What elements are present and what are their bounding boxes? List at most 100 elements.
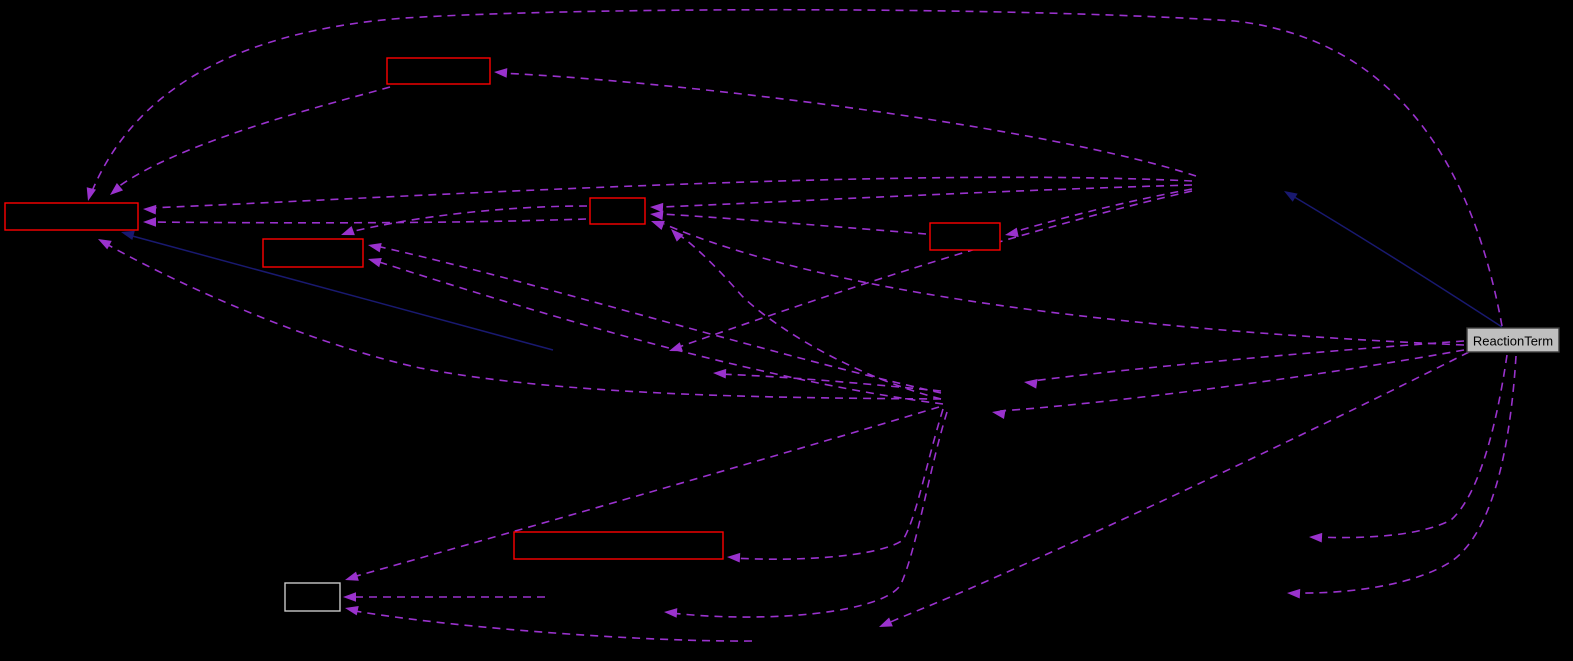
node-box-right-center[interactable] xyxy=(929,222,1001,251)
edge-line-e1 xyxy=(89,8,1503,327)
edge-e25 xyxy=(1309,354,1508,543)
arrowhead-icon xyxy=(345,606,359,616)
node-box-reaction-term[interactable] xyxy=(1466,327,1560,353)
edge-e22 xyxy=(345,406,940,581)
arrowhead-icon xyxy=(143,204,157,215)
arrowhead-icon xyxy=(664,608,678,618)
edge-e11 xyxy=(650,184,1193,213)
node-reaction-term[interactable]: ReactionTerm xyxy=(1466,327,1560,353)
edge-line-e25 xyxy=(1315,354,1508,539)
edge-line-e10 xyxy=(375,260,944,405)
edge-e23 xyxy=(343,592,545,602)
arrowhead-icon xyxy=(713,368,727,379)
edge-line-e16 xyxy=(719,373,942,392)
node-box-box-mid-left[interactable] xyxy=(262,238,364,268)
edge-e3 xyxy=(143,176,1193,215)
edge-e13 xyxy=(651,220,1465,346)
arrowhead-icon xyxy=(341,226,355,236)
edge-e6 xyxy=(121,230,554,351)
edge-line-e15 xyxy=(675,190,1193,349)
edge-e1 xyxy=(86,8,1503,327)
arrowhead-icon xyxy=(650,202,664,213)
edge-e17 xyxy=(1024,340,1465,389)
arrowhead-icon xyxy=(651,220,665,230)
arrowhead-icon xyxy=(1309,532,1323,543)
node-box-left[interactable] xyxy=(4,202,139,231)
arrowhead-icon xyxy=(879,617,893,627)
arrowhead-icon xyxy=(121,230,135,241)
edge-e4 xyxy=(143,217,587,227)
arrowhead-icon xyxy=(343,592,356,602)
edge-e9 xyxy=(368,243,942,394)
edge-e12 xyxy=(650,210,927,235)
edge-line-e28 xyxy=(1290,194,1503,328)
arrowhead-icon xyxy=(1024,379,1038,389)
edge-e27 xyxy=(1005,188,1193,237)
arrowhead-icon xyxy=(727,552,741,563)
arrowhead-icon xyxy=(143,217,156,227)
node-box-box-small-center[interactable] xyxy=(589,197,646,225)
edge-line-e13 xyxy=(663,223,1465,346)
edge-line-e27 xyxy=(1013,188,1193,233)
edge-line-e2 xyxy=(113,86,391,191)
arrowhead-icon xyxy=(368,257,382,268)
node-box-box-top[interactable] xyxy=(386,57,491,85)
edge-line-e3 xyxy=(149,176,1193,209)
edge-line-e26 xyxy=(1292,355,1517,594)
edge-e2 xyxy=(110,86,391,195)
arrowhead-icon xyxy=(1287,588,1301,599)
edge-e16 xyxy=(713,368,942,392)
edge-line-e9 xyxy=(375,245,942,394)
edge-line-e12 xyxy=(661,213,927,235)
edge-line-e8 xyxy=(345,205,588,234)
edge-e19 xyxy=(727,408,944,563)
edge-line-e4 xyxy=(147,218,587,224)
node-box-small-center[interactable] xyxy=(589,197,646,225)
edge-line-e18 xyxy=(999,349,1465,412)
edge-e15 xyxy=(669,190,1193,352)
edge-line-e14 xyxy=(677,233,942,400)
edge-e21 xyxy=(879,351,1470,627)
edge-e8 xyxy=(341,205,588,236)
edge-line-e7 xyxy=(499,72,1197,177)
arrowhead-icon xyxy=(345,571,359,581)
node-box-box-left[interactable] xyxy=(4,202,139,231)
edge-e10 xyxy=(368,257,944,405)
edge-e18 xyxy=(992,349,1465,419)
edge-e28 xyxy=(1284,191,1503,328)
arrowhead-icon xyxy=(650,210,664,221)
edge-line-e11 xyxy=(661,184,1193,208)
edge-line-e24 xyxy=(354,610,753,642)
node-label-reaction-term: ReactionTerm xyxy=(1473,334,1553,349)
edge-line-e17 xyxy=(1031,340,1465,382)
edge-line-e19 xyxy=(732,408,944,560)
node-box-mid-left[interactable] xyxy=(262,238,364,268)
arrowhead-icon xyxy=(671,229,684,242)
arrowhead-icon xyxy=(992,409,1006,419)
edge-e14 xyxy=(671,229,942,400)
edge-line-e6 xyxy=(124,233,554,351)
node-box-gray-bottom[interactable] xyxy=(284,582,341,612)
edge-line-e5 xyxy=(102,241,942,400)
edge-e5 xyxy=(98,239,942,400)
node-box-long-bottom[interactable] xyxy=(513,531,724,560)
node-box-box-gray-bottom[interactable] xyxy=(284,582,341,612)
edge-e20 xyxy=(664,411,948,618)
edge-line-e21 xyxy=(885,351,1470,625)
arrowhead-icon xyxy=(98,239,112,250)
arrowhead-icon xyxy=(368,243,382,253)
node-box-top[interactable] xyxy=(386,57,491,85)
arrowhead-icon xyxy=(1005,227,1019,237)
edge-e7 xyxy=(494,68,1197,177)
arrowhead-icon xyxy=(1284,191,1298,202)
edge-e24 xyxy=(345,606,753,642)
arrowhead-icon xyxy=(110,182,124,195)
edge-e26 xyxy=(1287,355,1517,599)
node-box-box-right-center[interactable] xyxy=(929,222,1001,251)
edge-line-e20 xyxy=(670,411,948,618)
edge-line-e22 xyxy=(352,406,940,578)
node-box-box-long-bottom[interactable] xyxy=(513,531,724,560)
arrowhead-icon xyxy=(86,187,97,201)
